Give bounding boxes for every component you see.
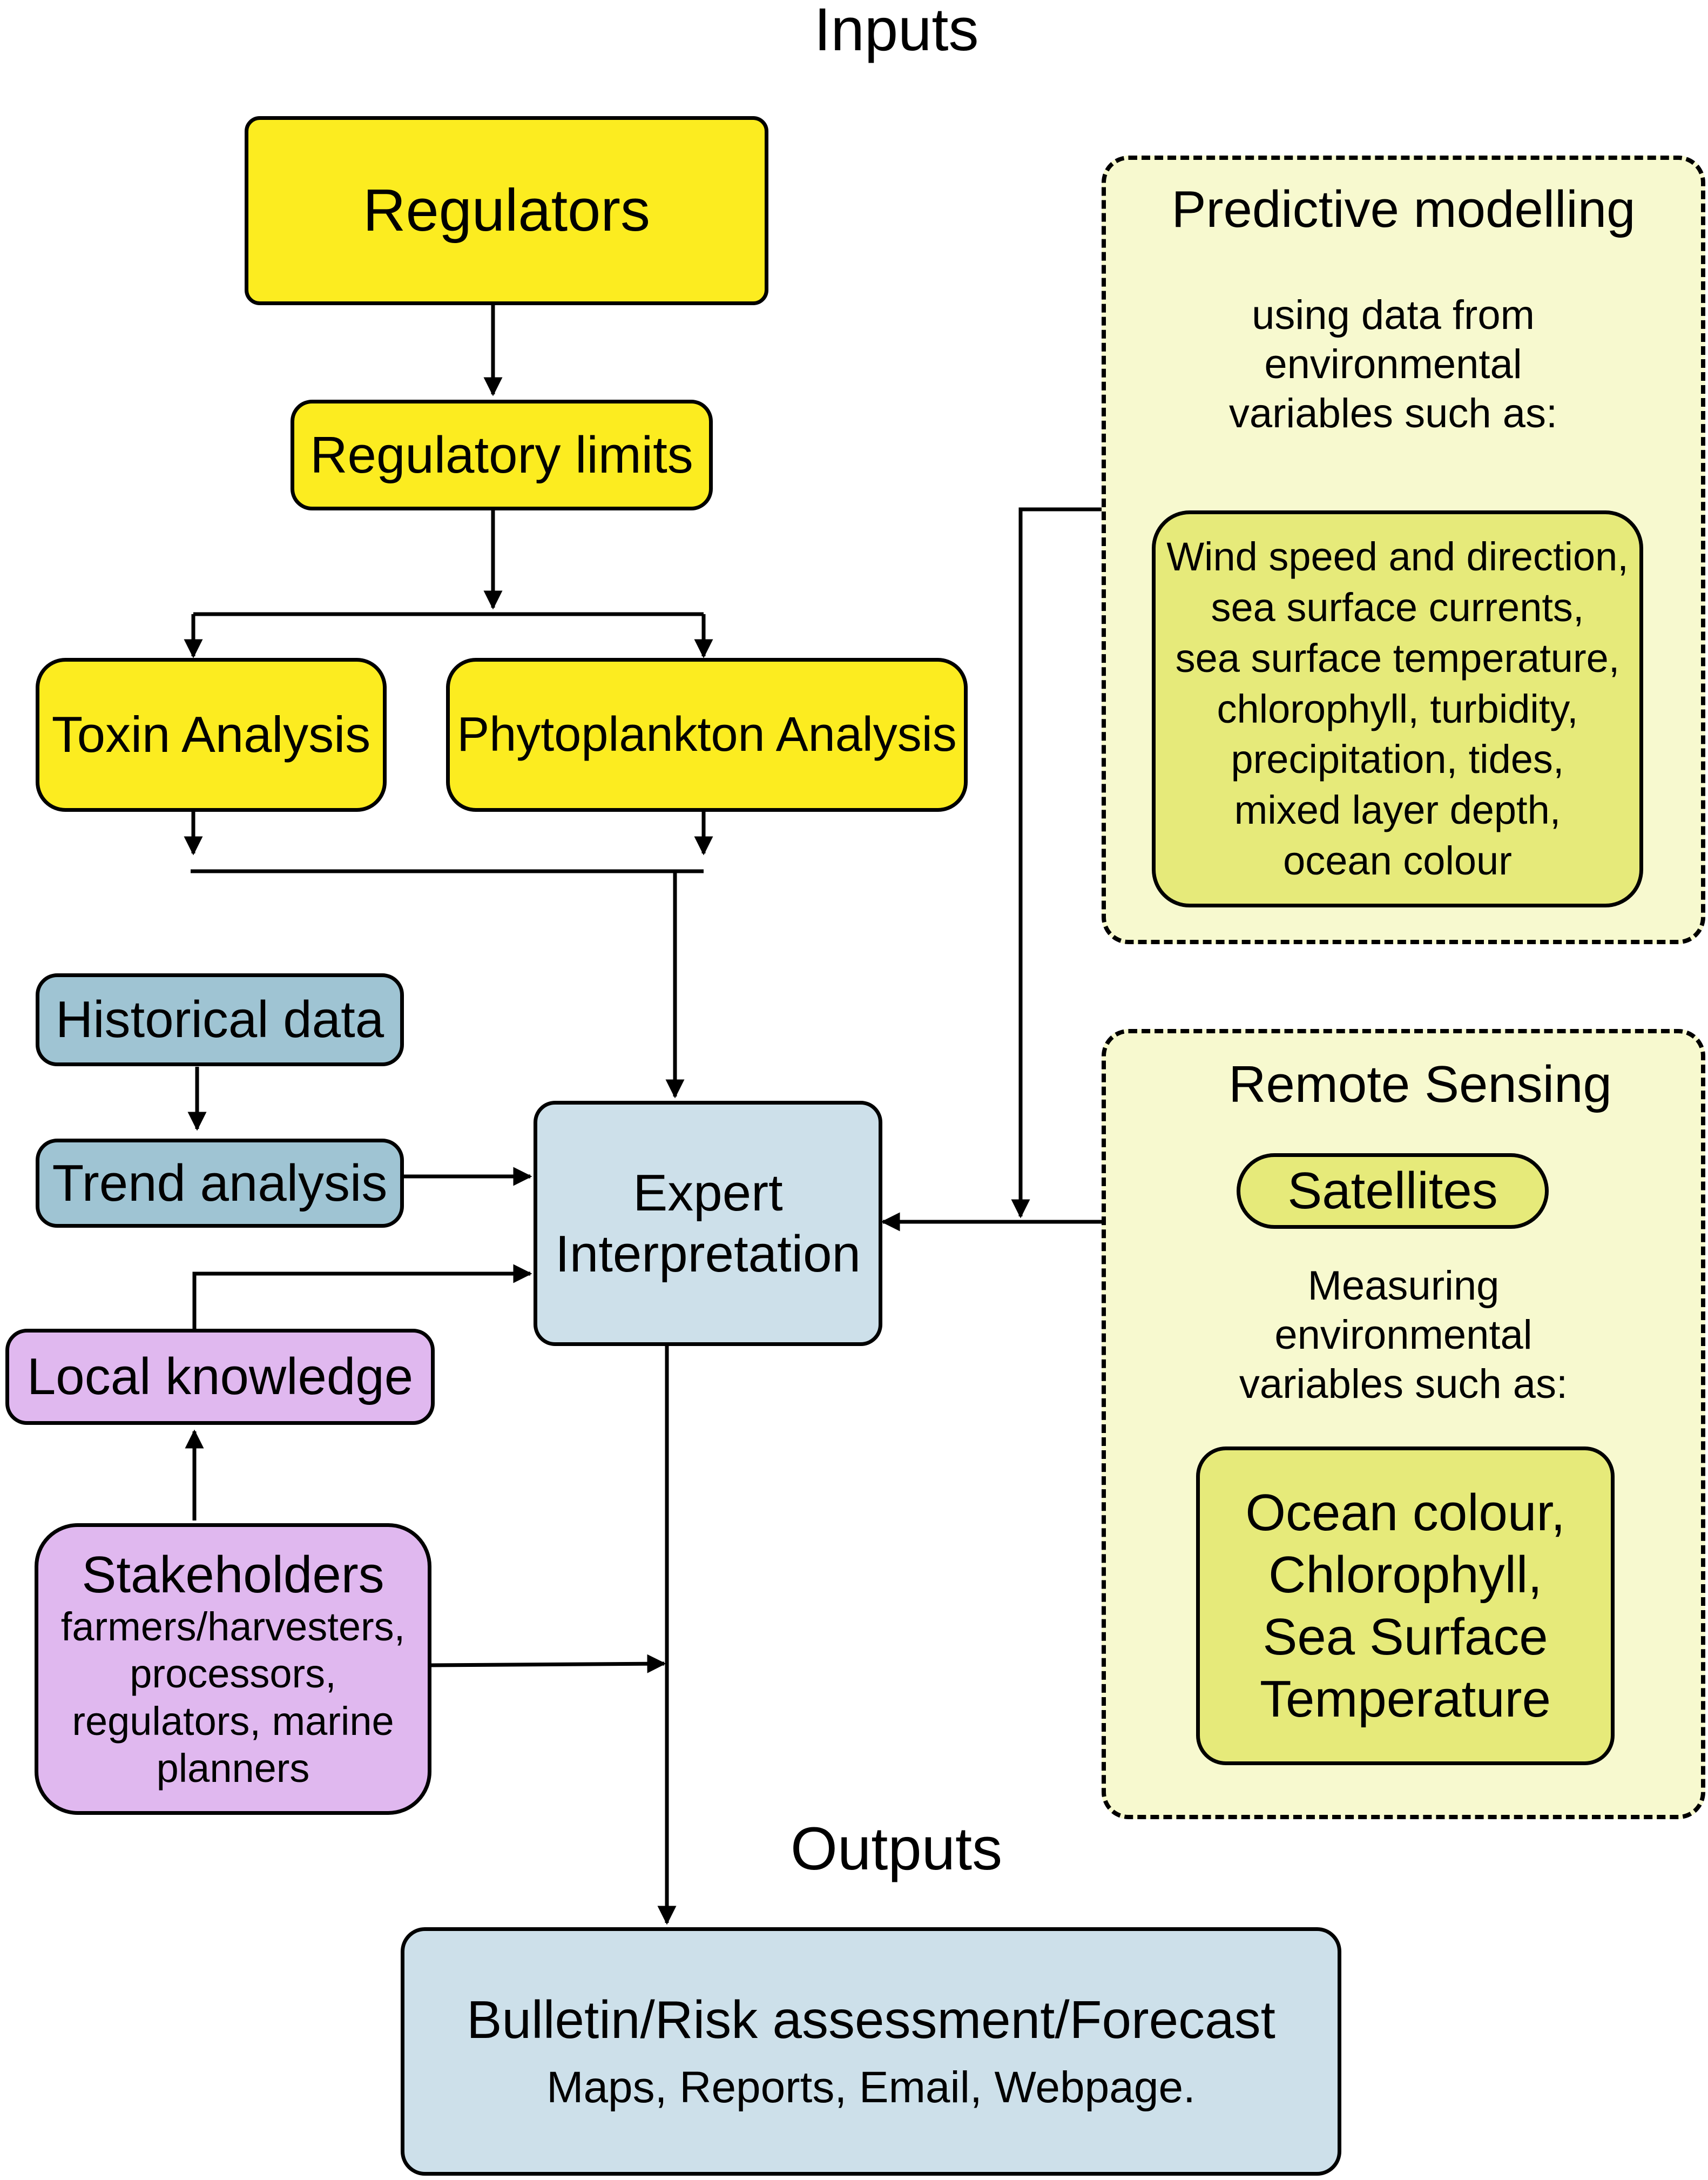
- local-knowledge-node: Local knowledge: [5, 1329, 435, 1425]
- predictive-variable-4: chlorophyll, turbidity,: [1217, 686, 1578, 731]
- remote-sensing-description: Measuring environmental variables such a…: [1112, 1261, 1695, 1409]
- remote-variable-2: Chlorophyll,: [1268, 1545, 1542, 1604]
- predictive-variable-1: Wind speed and direction,: [1166, 534, 1629, 579]
- predictive-modelling-title: Predictive modelling: [1171, 180, 1636, 238]
- predictive-description-line-3: variables such as:: [1228, 391, 1558, 437]
- remote-variable-3: Sea Surface: [1263, 1608, 1548, 1666]
- arrow-local-to-expert: [192, 1264, 532, 1329]
- expert-interpretation-node: Expert Interpretation: [534, 1101, 882, 1346]
- stakeholders-title: Stakeholders: [82, 1545, 384, 1604]
- regulators-node: Regulators: [245, 116, 768, 305]
- stakeholders-node: Stakeholders farmers/harvesters, process…: [35, 1523, 431, 1815]
- predictive-variables-box: Wind speed and direction, sea surface cu…: [1152, 510, 1643, 907]
- stakeholders-detail-2: processors,: [130, 1651, 336, 1697]
- remote-variable-1: Ocean colour,: [1245, 1483, 1565, 1542]
- predictive-variable-2: sea surface currents,: [1211, 584, 1584, 630]
- trend-analysis-node: Trend analysis: [36, 1139, 404, 1228]
- remote-variables-box: Ocean colour, Chlorophyll, Sea Surface T…: [1196, 1446, 1615, 1765]
- inputs-heading: Inputs: [814, 0, 979, 63]
- predictive-variable-3: sea surface temperature,: [1175, 635, 1620, 681]
- toxin-analysis-node: Toxin Analysis: [36, 658, 387, 812]
- expert-interpretation-line-1: Expert: [633, 1163, 783, 1222]
- predictive-variable-5: precipitation, tides,: [1231, 737, 1564, 782]
- predictive-description-line-2: environmental: [1264, 341, 1522, 388]
- arrow-modelling-to-junction: [1011, 507, 1102, 1219]
- outputs-heading: Outputs: [790, 1815, 1003, 1882]
- output-node: Bulletin/Risk assessment/Forecast Maps, …: [401, 1927, 1341, 2176]
- stakeholders-detail-1: farmers/harvesters,: [60, 1604, 406, 1650]
- stakeholders-detail-3: regulators, marine: [72, 1698, 394, 1744]
- predictive-variable-6: mixed layer depth,: [1234, 788, 1561, 833]
- remote-description-line-1: Measuring: [1307, 1263, 1500, 1309]
- satellites-node: Satellites: [1237, 1153, 1549, 1229]
- arrow-stakeholders-to-output-line: [429, 1654, 666, 1673]
- stakeholders-detail-4: planners: [156, 1746, 310, 1791]
- predictive-variable-7: ocean colour: [1283, 838, 1512, 884]
- predictive-description-line-1: using data from: [1252, 292, 1535, 338]
- remote-sensing-title: Remote Sensing: [1228, 1055, 1612, 1113]
- expert-interpretation-line-2: Interpretation: [555, 1225, 861, 1283]
- remote-description-line-2: environmental: [1274, 1312, 1533, 1358]
- remote-description-line-3: variables such as:: [1239, 1361, 1568, 1408]
- remote-variable-4: Temperature: [1260, 1670, 1551, 1728]
- output-subtitle: Maps, Reports, Email, Webpage.: [546, 2063, 1196, 2112]
- regulatory-limits-node: Regulatory limits: [291, 400, 713, 510]
- output-title: Bulletin/Risk assessment/Forecast: [467, 1989, 1275, 2049]
- historical-data-node: Historical data: [36, 973, 404, 1066]
- predictive-modelling-description: using data from environmental variables …: [1112, 291, 1674, 439]
- phytoplankton-analysis-node: Phytoplankton Analysis: [446, 658, 968, 812]
